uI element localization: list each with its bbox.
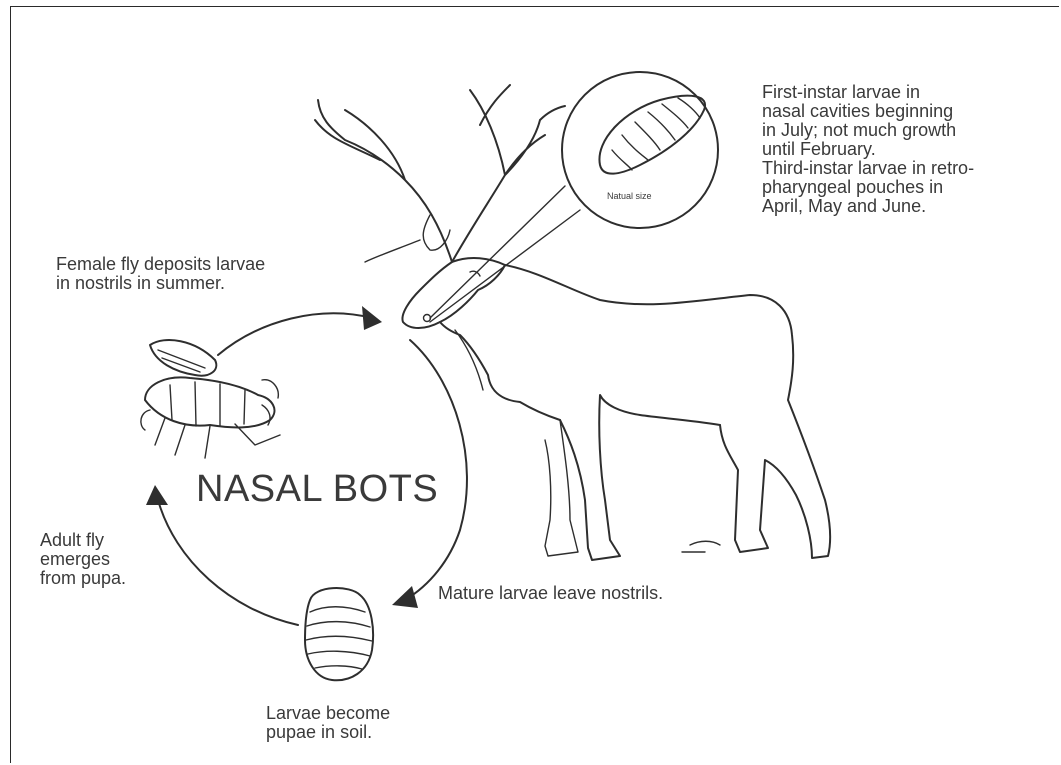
- first-instar-line: nasal cavities beginning: [762, 102, 974, 121]
- first-instar-line: First-instar larvae in: [762, 83, 974, 102]
- pupa-icon: [305, 588, 373, 680]
- adult-fly-line: Adult fly: [40, 531, 126, 550]
- adult-fly-line: from pupa.: [40, 569, 126, 588]
- adult-fly-label: Adult fly emerges from pupa.: [40, 531, 126, 588]
- first-instar-line: until February.: [762, 140, 974, 159]
- first-instar-line: Third-instar larvae in retro-: [762, 159, 974, 178]
- larva-icon: [599, 96, 705, 174]
- female-fly-label: Female fly deposits larvae in nostrils i…: [56, 255, 265, 293]
- first-instar-line: April, May and June.: [762, 197, 974, 216]
- fly-icon: [141, 340, 280, 458]
- first-instar-line: in July; not much growth: [762, 121, 974, 140]
- pupae-line: Larvae become: [266, 704, 390, 723]
- first-instar-line: pharyngeal pouches in: [762, 178, 974, 197]
- inset-caption: Natual size: [607, 191, 652, 201]
- adult-fly-line: emerges: [40, 550, 126, 569]
- female-fly-line: Female fly deposits larvae: [56, 255, 265, 274]
- first-instar-label: First-instar larvae in nasal cavities be…: [762, 83, 974, 216]
- mature-larvae-label: Mature larvae leave nostrils.: [438, 584, 663, 603]
- female-fly-line: in nostrils in summer.: [56, 274, 265, 293]
- larva-inset: [562, 72, 718, 228]
- mature-larvae-line: Mature larvae leave nostrils.: [438, 584, 663, 603]
- pupae-label: Larvae become pupae in soil.: [266, 704, 390, 742]
- cycle-arrow-icon: [146, 306, 467, 625]
- pupae-line: pupae in soil.: [266, 723, 390, 742]
- diagram-title: NASAL BOTS: [196, 468, 438, 511]
